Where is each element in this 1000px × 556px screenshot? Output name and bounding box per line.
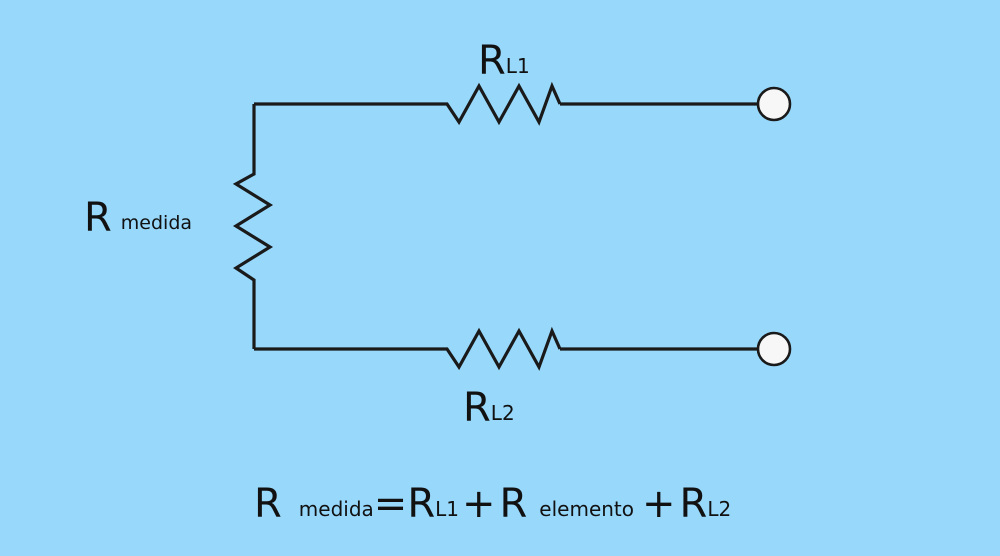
bottom-terminal bbox=[756, 331, 792, 367]
label-rl2: RL2 bbox=[463, 385, 515, 431]
left-resistor-rmedida bbox=[232, 168, 274, 287]
label-rl1: RL1 bbox=[478, 38, 530, 84]
top-resistor-rl1 bbox=[438, 81, 562, 126]
top-terminal bbox=[756, 86, 792, 122]
bottom-resistor-rl2 bbox=[438, 326, 562, 371]
